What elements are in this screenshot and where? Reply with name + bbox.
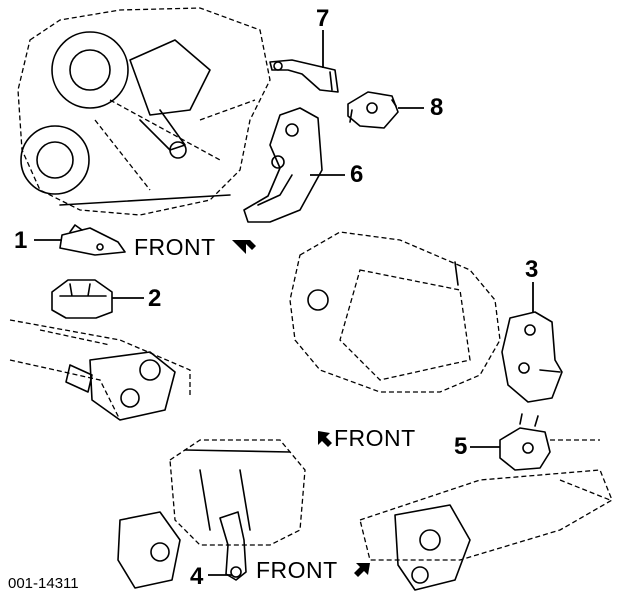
transmission-drawing	[289, 231, 501, 393]
engine-block-drawing	[17, 7, 271, 216]
callout-5: 5	[454, 433, 468, 460]
callout-7: 7	[316, 5, 330, 32]
callout-6: 6	[350, 161, 364, 188]
callout-4: 4	[190, 563, 204, 590]
arrow-up-left-icon	[318, 431, 332, 447]
callout-1: 1	[14, 227, 28, 254]
callout-3: 3	[525, 256, 539, 283]
arrow-up-right-icon	[354, 563, 370, 577]
front-label-middle: FRONT	[334, 425, 416, 451]
bracket-6-drawing	[243, 107, 323, 223]
callout-2: 2	[148, 285, 162, 312]
frame-right-drawing	[359, 439, 613, 591]
front-label-top: FRONT	[134, 234, 216, 260]
mount-1-drawing	[59, 224, 126, 256]
callout-8: 8	[430, 94, 444, 121]
mount-4-drawing	[219, 511, 247, 581]
figure-id: 001-14311	[8, 575, 79, 592]
mount-3-drawing	[501, 311, 563, 403]
mount-5-drawing	[499, 413, 551, 471]
mount-2-drawing	[51, 279, 113, 319]
arrow-down-right-icon	[232, 240, 256, 254]
front-label-bottom: FRONT	[256, 557, 338, 583]
mount-7-drawing	[269, 59, 339, 93]
frame-left-drawing	[9, 319, 191, 421]
lower-engine-drawing	[117, 439, 306, 589]
mount-8-drawing	[347, 91, 399, 129]
